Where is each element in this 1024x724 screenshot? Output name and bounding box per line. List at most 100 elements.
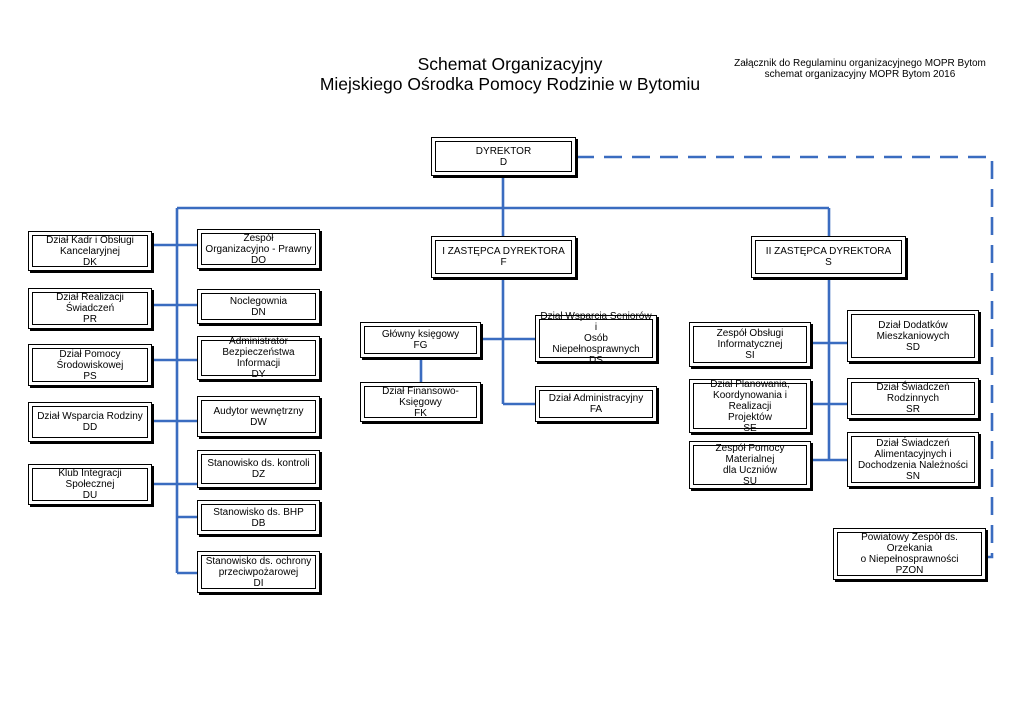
unit-code: PS (83, 370, 97, 382)
unit-name-line: Stanowisko ds. ochrony (205, 555, 312, 567)
unit-name-line: Dział Wsparcia Seniorów i (540, 311, 652, 333)
unit-name-line: Dział Wsparcia Rodziny (37, 411, 143, 422)
unit-name-line: DYREKTOR (475, 145, 532, 157)
unit-code: DO (251, 254, 266, 266)
unit-name-line: II ZASTĘPCA DYREKTORA (765, 246, 892, 257)
unit-code: FA (589, 404, 603, 415)
unit-name-line: Zespół Obsługi (716, 328, 784, 339)
unit-name-line: Organizacyjno - Prawny (205, 243, 312, 255)
unit-code: S (825, 257, 832, 268)
unit-name-line: Koordynowania i Realizacji (713, 389, 787, 412)
unit-code: D (499, 156, 508, 168)
unit-name-line: Informatycznej (717, 339, 783, 350)
unit-name-line: Stanowisko ds. BHP (213, 506, 304, 518)
unit-code: SU (743, 476, 757, 487)
unit-name-line: Alimentacyjnych i (874, 448, 952, 460)
unit-name-line: Administrator (229, 336, 288, 347)
unit-name-line: Dział Finansowo-Księgowy (382, 385, 459, 408)
unit-name-line: Dział Pomocy (59, 348, 121, 360)
unit-name-line: Zespół Pomocy Materialnej (715, 443, 785, 465)
unit-name-line: I ZASTĘPCA DYREKTORA (442, 246, 565, 257)
unit-name-line: Dział Świadczeń (876, 437, 950, 449)
unit-name-line: Bezpieczeństwa Informacji (222, 347, 295, 369)
unit-code: F (500, 257, 507, 268)
unit-name-line: Dział Kadr i Obsługi (46, 234, 134, 246)
unit-code: DS (589, 355, 603, 366)
chart-title-line2: Miejskiego Ośrodka Pomocy Rodzinie w Byt… (319, 74, 701, 94)
unit-code: SI (745, 350, 755, 361)
unit-name-line: Projektów (728, 411, 772, 423)
unit-name-line: Dział Świadczeń Rodzinnych (876, 382, 950, 404)
unit-name-line: Noclegownia (229, 295, 288, 307)
unit-name-line: Kancelaryjnej (59, 245, 121, 257)
unit-code: DI (253, 577, 264, 589)
unit-code: DZ (251, 469, 266, 480)
unit-code: SE (743, 422, 757, 434)
unit-code: SN (906, 470, 920, 482)
unit-name-line: Dział Realizacji Świadczeń (56, 292, 124, 314)
unit-name-line: Osób Niepełnosprawnych (552, 333, 640, 355)
unit-name-line: Dochodzenia Należności (857, 459, 969, 471)
unit-name-line: Powiatowy Zespół ds. Orzekania (861, 532, 958, 554)
unit-label: Dział Planowania,Koordynowania i Realiza… (690, 379, 810, 434)
unit-code: DK (83, 256, 97, 268)
unit-code: DY (251, 369, 266, 380)
unit-code: DB (251, 517, 266, 529)
unit-name-line: Stanowisko ds. kontroli (207, 458, 310, 469)
unit-code: DU (82, 490, 98, 501)
unit-name-line: Dział Administracyjny (548, 393, 644, 404)
annex-note-line2: schemat organizacyjny MOPR Bytom 2016 (764, 69, 956, 80)
unit-name-line: przeciwpożarowej (218, 566, 299, 578)
unit-code: DW (250, 416, 267, 428)
unit-code: FK (414, 407, 427, 419)
chart-title-line1: Schemat Organizacyjny (417, 54, 603, 74)
unit-code: SD (906, 341, 920, 353)
unit-name-line: dla Uczniów (723, 465, 777, 476)
annex-note-line1: Załącznik do Regulaminu organizacyjnego … (734, 58, 986, 69)
unit-box-se: Dział Planowania,Koordynowania i Realiza… (689, 379, 811, 434)
unit-name-line: o Niepełnosprawności (860, 554, 959, 565)
unit-name-line: Dział Planowania, (710, 378, 790, 390)
